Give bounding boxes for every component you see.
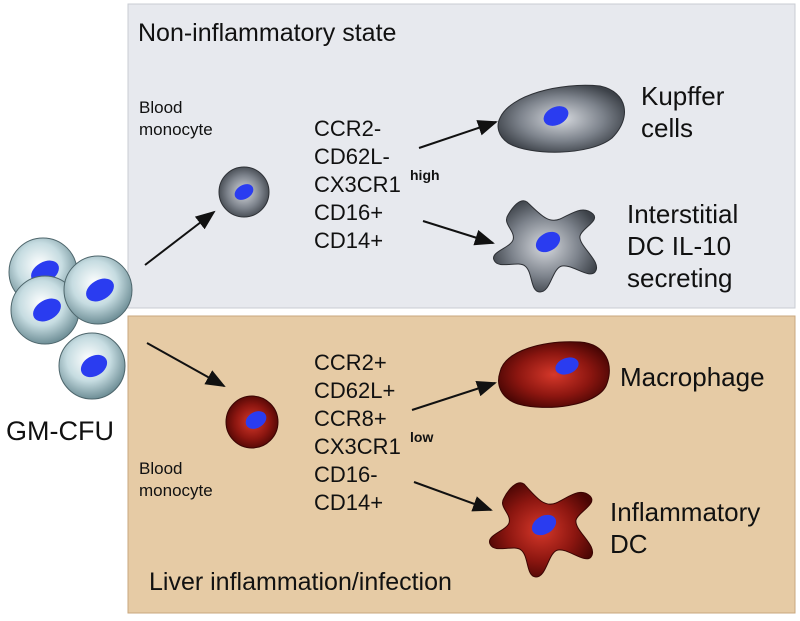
marker: CD14+ <box>314 228 383 253</box>
nucleus <box>543 106 569 126</box>
bottom-marker-list: CCR2+ CD62L+ CCR8+ CX3CR1 CD16- CD14+ <box>314 350 407 515</box>
top-monocyte-label: Blood monocyte <box>139 98 213 139</box>
nucleus <box>80 354 108 378</box>
top-marker-superscript: high <box>410 167 440 183</box>
non-inflammatory-title: Non-inflammatory state <box>138 19 396 47</box>
arrow-to-macrophage <box>411 380 497 411</box>
marker: CCR8+ <box>314 406 387 431</box>
progenitor-cell-cluster <box>8 237 133 400</box>
marker: CCR2- <box>314 116 381 141</box>
progenitor-cell <box>10 275 80 345</box>
progenitor-cell <box>58 332 126 400</box>
marker: CX3CR1 <box>314 172 401 197</box>
nucleus <box>234 184 254 200</box>
marker: CD14+ <box>314 490 383 515</box>
progenitor-cell <box>63 255 133 325</box>
nucleus <box>245 411 267 429</box>
arrow-to-inflammatory-monocyte <box>146 342 226 387</box>
inflammatory-dc-label: Inflammatory DC <box>610 497 768 559</box>
inflammation-title: Liver inflammation/infection <box>149 568 452 596</box>
marker: CD16- <box>314 462 378 487</box>
inflammatory-dc-cell <box>489 482 594 578</box>
macrophage-label: Macrophage <box>620 362 765 392</box>
interstitial-dc-cell <box>493 200 598 293</box>
top-marker-list: CCR2- CD62L- CX3CR1 CD16+ CD14+ <box>314 116 407 253</box>
marker: CX3CR1 <box>314 434 401 459</box>
kupffer-cell <box>497 84 625 153</box>
gm-cfu-label: GM-CFU <box>6 416 114 446</box>
interstitial-dc-label: Interstitial DC IL-10 secreting <box>627 199 746 293</box>
inflammatory-blood-monocyte <box>225 395 279 449</box>
arrow-to-resident-monocyte <box>144 210 216 266</box>
resident-blood-monocyte <box>218 166 270 218</box>
arrow-to-inflammatory-dc <box>413 481 493 512</box>
arrow-to-kupffer <box>418 120 498 149</box>
arrow-to-interstitial-dc <box>422 220 495 246</box>
nucleus <box>535 231 561 253</box>
inflammation-panel <box>127 315 796 614</box>
bottom-monocyte-label: Blood monocyte <box>139 459 213 500</box>
nucleus <box>555 357 579 375</box>
marker: CCR2+ <box>314 350 387 375</box>
nucleus <box>531 514 557 536</box>
non-inflammatory-panel <box>127 3 796 309</box>
nucleus <box>33 298 61 322</box>
macrophage-cell <box>498 341 610 408</box>
bottom-marker-superscript: low <box>410 429 433 445</box>
marker: CD16+ <box>314 200 383 225</box>
marker: CD62L- <box>314 144 390 169</box>
kupffer-label: Kupffer cells <box>641 81 732 143</box>
marker: CD62L+ <box>314 378 395 403</box>
nucleus <box>86 278 114 302</box>
